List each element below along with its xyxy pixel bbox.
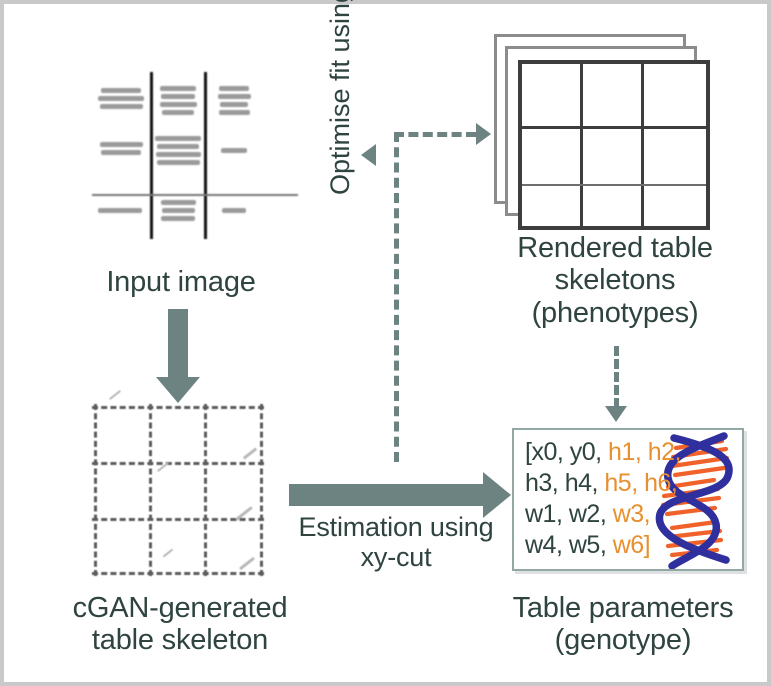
genotype-line: w1, w2, w3, <box>525 499 681 530</box>
skeleton-grid-line-v <box>641 64 644 226</box>
skeleton-grid-line-v <box>580 64 583 226</box>
skeleton-grid-line-h <box>522 126 706 129</box>
skeleton-card-front <box>518 60 710 230</box>
ga-arrow-shaft-horizontal <box>394 132 476 137</box>
ga-arrow-head <box>476 123 491 145</box>
dna-helix-icon <box>655 432 733 569</box>
arrow-shaft <box>168 309 188 379</box>
genotype-token: h3, <box>525 469 565 497</box>
genotype-token: w6] <box>612 531 651 559</box>
document-cell <box>94 208 146 213</box>
document-cell <box>212 86 256 115</box>
skeleton-line-v <box>149 404 152 576</box>
genotype-line: w4, w5, w6] <box>525 530 681 561</box>
skeleton-line-v <box>204 404 207 576</box>
arrow-head <box>483 472 511 518</box>
genotype-token: w5, <box>568 531 613 559</box>
noise-speck <box>242 447 258 460</box>
noise-speck <box>238 556 256 571</box>
genotype-token: h6, <box>644 469 678 497</box>
genotype-token: y0, <box>569 438 609 466</box>
arrow-shaft <box>289 484 485 506</box>
cgan-skeleton-label: cGAN-generated table skeleton <box>72 592 288 657</box>
document-cell <box>156 86 200 115</box>
document-cell <box>96 142 146 155</box>
skeleton-grid-line-h <box>522 184 706 186</box>
arrow-input-to-cgan <box>156 309 200 404</box>
optimise-fit-label: Optimise fit using GA <box>325 0 355 195</box>
genotype-token: h2, <box>647 438 682 466</box>
document-cell <box>96 88 146 109</box>
ga-arrow-tail-marker <box>361 144 376 166</box>
genotype-parameter-box: [x0, y0, h1, h2,h3, h4, h5, h6,w1, w2, w… <box>512 428 744 571</box>
cgan-generated-skeleton <box>92 389 264 576</box>
arrow-cgan-to-genotype <box>289 472 511 518</box>
skeleton-line-h <box>92 518 264 521</box>
genotype-token: w1, <box>525 500 569 528</box>
genotype-token: h5, <box>604 469 645 497</box>
input-image-label: Input image <box>106 266 256 298</box>
genotype-open-bracket: [ <box>525 438 532 466</box>
rendered-skeletons-label: Rendered table skeletons (phenotypes) <box>517 232 713 329</box>
rendered-skeleton-stack <box>494 34 710 230</box>
genotype-line: h3, h4, h5, h6, <box>525 468 681 499</box>
phenotype-arrow-shaft <box>614 346 619 408</box>
document-cell <box>154 136 202 165</box>
genotype-line: [x0, y0, h1, h2, <box>525 437 682 468</box>
genotype-vector-text: [x0, y0, h1, h2,h3, h4, h5, h6,w1, w2, w… <box>525 437 682 561</box>
genotype-token: w4, <box>525 531 569 559</box>
arrow-head <box>156 377 200 403</box>
noise-speck <box>162 548 174 558</box>
table-parameters-label: Table parameters (genotype) <box>512 592 734 657</box>
skeleton-line-v <box>260 404 263 576</box>
skeleton-line-h <box>92 462 264 465</box>
document-vertical-rule-2 <box>204 72 207 239</box>
skeleton-line-v <box>94 404 97 576</box>
document-cell <box>156 200 200 221</box>
estimation-label: Estimation using xy-cut <box>298 512 494 573</box>
genotype-token: x0, <box>531 438 570 466</box>
genotype-token: h4, <box>564 469 605 497</box>
ga-arrow-shaft-vertical <box>394 132 399 462</box>
document-horizontal-rule <box>92 194 298 196</box>
phenotype-arrow-head <box>605 406 627 422</box>
genotype-token: h1, <box>608 438 648 466</box>
document-cell <box>214 148 254 153</box>
document-vertical-rule-1 <box>150 72 153 239</box>
noise-speck <box>108 389 122 401</box>
skeleton-line-h <box>92 572 264 575</box>
skeleton-line-h <box>92 406 264 409</box>
input-document-image <box>92 66 298 241</box>
genotype-token: w2, <box>568 500 613 528</box>
genotype-token: w3, <box>612 500 651 528</box>
document-cell <box>214 208 254 213</box>
